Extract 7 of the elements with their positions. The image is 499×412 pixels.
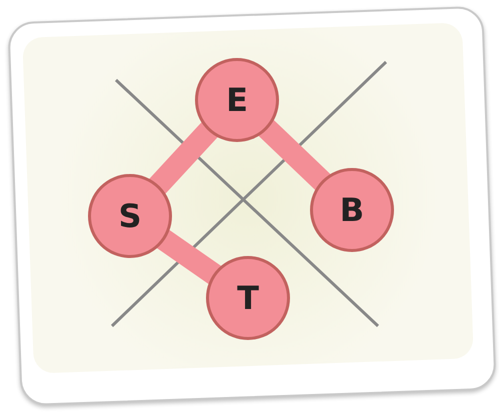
connector-band: [156, 230, 222, 284]
node-letter: B: [340, 191, 364, 229]
connector-band: [258, 120, 331, 190]
node-letter: E: [226, 81, 248, 119]
node-letter: S: [118, 197, 142, 235]
node-letter: T: [237, 279, 259, 317]
connector-band: [149, 122, 218, 194]
